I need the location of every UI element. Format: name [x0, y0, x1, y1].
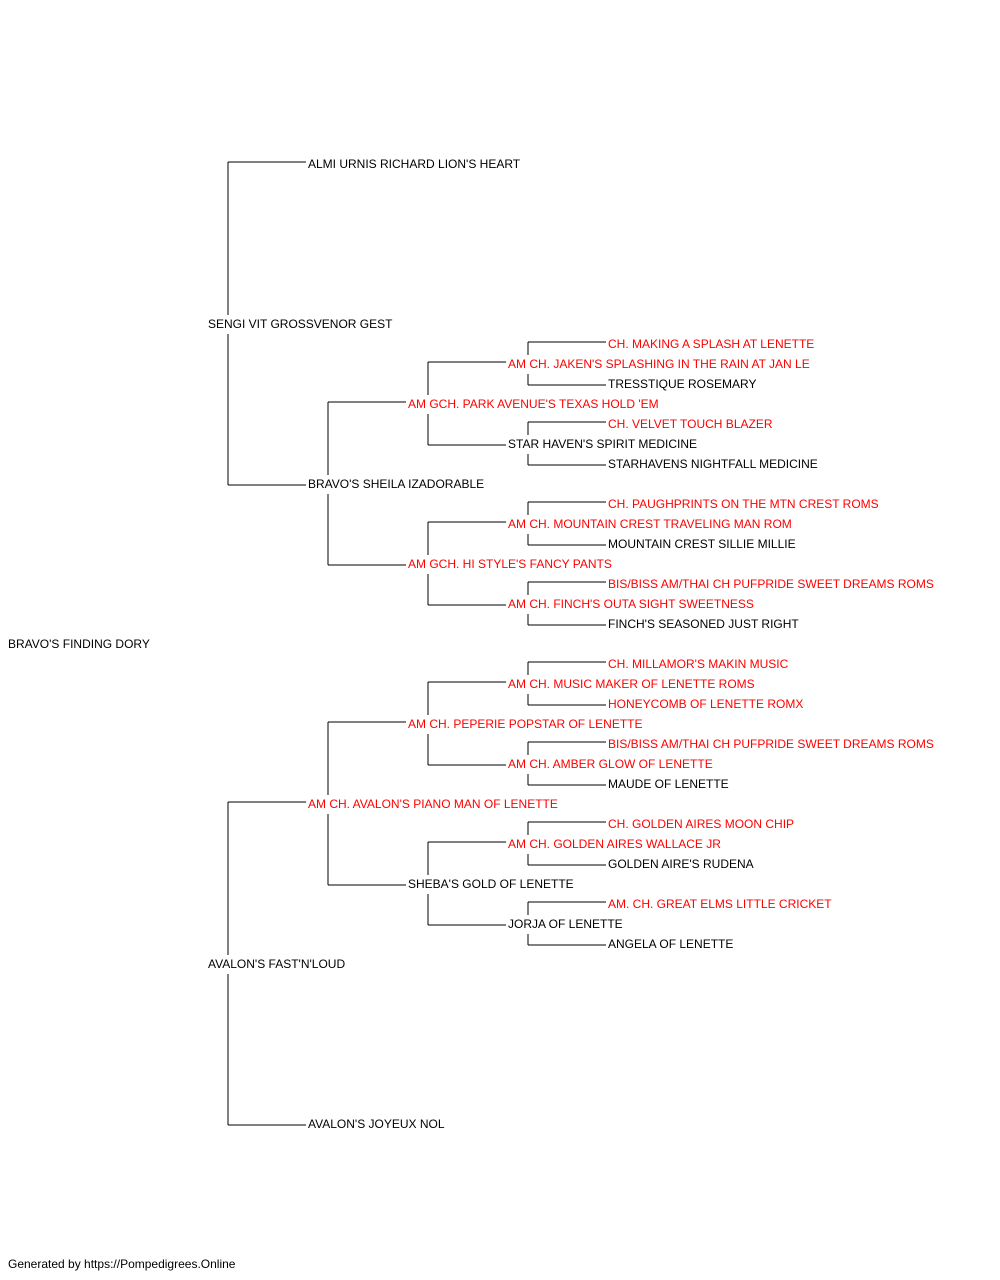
sire-name: CH. MILLAMOR'S MAKIN MUSIC — [608, 657, 789, 671]
dam-name: MAUDE OF LENETTE — [608, 777, 729, 791]
footer-credit: Generated by https://Pompedigrees.Online — [8, 1257, 236, 1271]
dam-name: BRAVO'S SHEILA IZADORABLE — [308, 477, 485, 491]
sire-name: SENGI VIT GROSSVENOR GEST — [208, 317, 393, 331]
dam-name: HONEYCOMB OF LENETTE ROMX — [608, 697, 804, 711]
dam-name: FINCH'S SEASONED JUST RIGHT — [608, 617, 799, 631]
sire-name: BIS/BISS AM/THAI CH PUFPRIDE SWEET DREAM… — [608, 737, 934, 751]
dam-name: STARHAVENS NIGHTFALL MEDICINE — [608, 457, 818, 471]
dam-name: AM GCH. HI STYLE'S FANCY PANTS — [408, 557, 612, 571]
sire-name: AM CH. JAKEN'S SPLASHING IN THE RAIN AT … — [508, 357, 810, 371]
dam-name: JORJA OF LENETTE — [508, 917, 623, 931]
sire-name: AM CH. MUSIC MAKER OF LENETTE ROMS — [508, 677, 755, 691]
sire-name: AM. CH. GREAT ELMS LITTLE CRICKET — [608, 897, 832, 911]
dam-name: AM CH. AMBER GLOW OF LENETTE — [508, 757, 713, 771]
dam-name: TRESSTIQUE ROSEMARY — [608, 377, 757, 391]
sire-name: CH. PAUGHPRINTS ON THE MTN CREST ROMS — [608, 497, 879, 511]
dam-name: STAR HAVEN'S SPIRIT MEDICINE — [508, 437, 697, 451]
dam-name: SHEBA'S GOLD OF LENETTE — [408, 877, 574, 891]
sire-name: BIS/BISS AM/THAI CH PUFPRIDE SWEET DREAM… — [608, 577, 934, 591]
dam-name: AVALON'S FAST'N'LOUD — [208, 957, 346, 971]
sire-name: AM GCH. PARK AVENUE'S TEXAS HOLD 'EM — [408, 397, 659, 411]
sire-name: CH. MAKING A SPLASH AT LENETTE — [608, 337, 815, 351]
dam-name: MOUNTAIN CREST SILLIE MILLIE — [608, 537, 796, 551]
sire-name: CH. GOLDEN AIRES MOON CHIP — [608, 817, 795, 831]
sire-name: AM CH. GOLDEN AIRES WALLACE JR — [508, 837, 721, 851]
sire-name: AM CH. AVALON'S PIANO MAN OF LENETTE — [308, 797, 558, 811]
sire-name: CH. VELVET TOUCH BLAZER — [608, 417, 773, 431]
dam-name: AM CH. FINCH'S OUTA SIGHT SWEETNESS — [508, 597, 754, 611]
dam-name: GOLDEN AIRE'S RUDENA — [608, 857, 754, 871]
dam-name: AVALON'S JOYEUX NOL — [308, 1117, 445, 1131]
subject-name: BRAVO'S FINDING DORY — [8, 637, 150, 651]
sire-name: AM CH. PEPERIE POPSTAR OF LENETTE — [408, 717, 643, 731]
sire-name: AM CH. MOUNTAIN CREST TRAVELING MAN ROM — [508, 517, 792, 531]
sire-name: ALMI URNIS RICHARD LION'S HEART — [308, 157, 521, 171]
dam-name: ANGELA OF LENETTE — [608, 937, 734, 951]
